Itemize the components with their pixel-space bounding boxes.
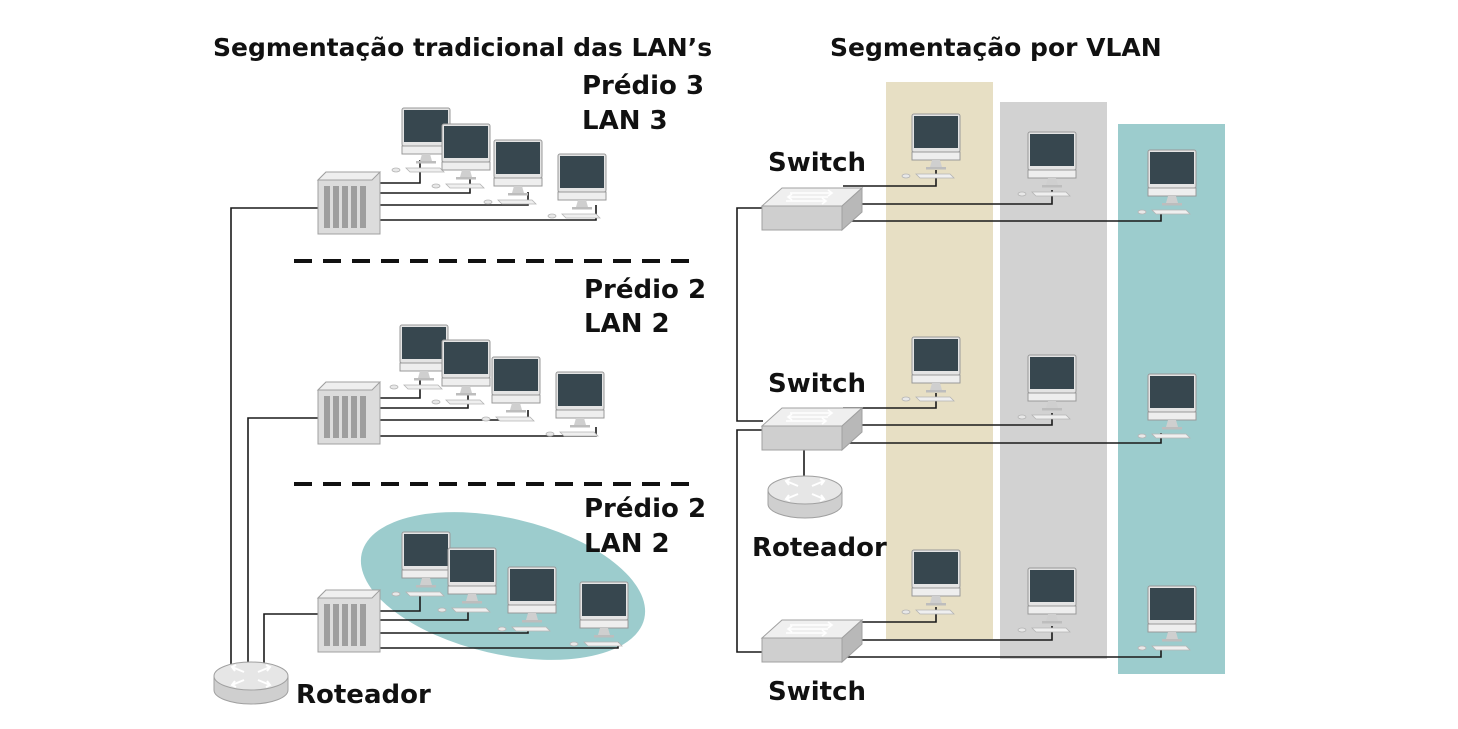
building-label-2b: Prédio 2	[584, 494, 706, 524]
network-switch-icon	[761, 619, 863, 663]
lan-label-3: LAN 3	[582, 106, 668, 136]
router-icon	[767, 475, 843, 519]
desktop-computer-icon	[389, 324, 449, 390]
lan-label-2a: LAN 2	[584, 309, 670, 339]
building-label-3: Prédio 3	[582, 71, 704, 101]
lan-label-2b: LAN 2	[584, 529, 670, 559]
network-switch-icon	[761, 187, 863, 231]
server-rack-icon	[317, 171, 381, 235]
desktop-computer-icon	[481, 356, 541, 422]
server-rack-icon	[317, 381, 381, 445]
switch-label-3: Switch	[768, 677, 866, 707]
switch-label-2: Switch	[768, 369, 866, 399]
desktop-computer-icon	[391, 107, 451, 173]
left-title: Segmentação tradicional das LAN’s	[213, 33, 712, 62]
server-rack-icon	[317, 589, 381, 653]
network-switch-icon	[761, 407, 863, 451]
left-router-label: Roteador	[296, 680, 431, 710]
right-title: Segmentação por VLAN	[830, 33, 1162, 62]
desktop-computer-icon	[483, 139, 543, 205]
right-router-label: Roteador	[752, 533, 887, 563]
building-label-2a: Prédio 2	[584, 275, 706, 305]
desktop-computer-icon	[547, 153, 607, 219]
router-icon	[213, 661, 289, 705]
desktop-computer-icon	[545, 371, 605, 437]
switch-label-1: Switch	[768, 148, 866, 178]
